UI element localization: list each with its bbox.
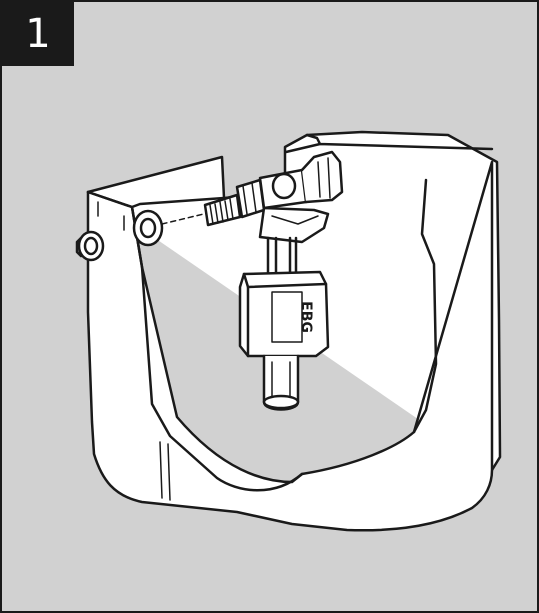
float-block [238,270,330,358]
cistern-rim-right [284,133,494,154]
valve-head [258,150,344,210]
cistern-side-lines [97,201,125,231]
float-arm [258,206,330,244]
threaded-shank [203,193,242,227]
cistern-front-top-edge [86,190,226,209]
float-brand-label: EBG [298,301,314,333]
lower-tube [262,354,300,411]
inlet-hole-washer [132,209,164,247]
valve-rods [266,236,298,279]
cistern-seam [159,441,171,501]
cistern-inner-right-edge [412,178,438,434]
cistern-inner-edge [130,205,304,492]
cistern-body [86,160,494,532]
alignment-dashed-line [161,211,213,225]
step-number-badge: 1 [2,2,74,66]
outer-nut [75,230,105,262]
